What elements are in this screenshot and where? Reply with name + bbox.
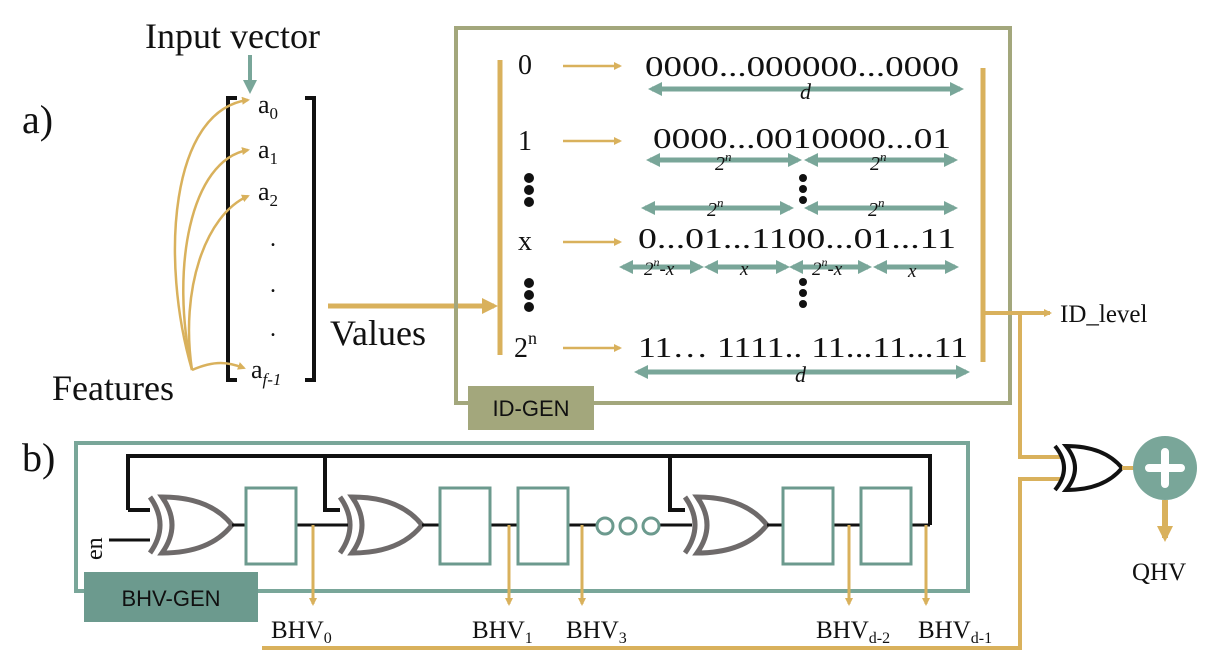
bhv-output-bus bbox=[262, 477, 1062, 650]
lfsr-xor-gate-3 bbox=[682, 494, 771, 556]
dimension-arrows bbox=[619, 82, 970, 379]
vector-right-bracket bbox=[305, 96, 316, 382]
id-row-index-2n: 2n bbox=[514, 328, 537, 364]
id-gen-label: ID-GEN bbox=[493, 396, 570, 421]
dim-label-2n-2a: 2n bbox=[707, 195, 724, 221]
qhv-label: QHV bbox=[1132, 559, 1186, 586]
lfsr-xor-gate-2 bbox=[337, 494, 426, 556]
id-pattern-x: 0...01...1100...01...11 bbox=[638, 223, 956, 255]
vector-element-a2: a2 bbox=[258, 177, 278, 210]
row-arrows bbox=[563, 62, 622, 352]
final-xor-gate bbox=[1053, 443, 1125, 493]
plus-icon bbox=[1145, 448, 1185, 488]
feature-arrows bbox=[173, 96, 250, 372]
register-2 bbox=[516, 486, 570, 566]
panel-a-label: a) bbox=[22, 97, 53, 142]
features-label: Features bbox=[52, 368, 174, 408]
vector-dot-1: . bbox=[270, 226, 276, 252]
vector-element-af-1: af-1 bbox=[251, 355, 281, 389]
id-pattern-2n: 11… 1111.. 11...11...11 bbox=[638, 332, 968, 364]
id-level-label: ID_level bbox=[1060, 301, 1148, 328]
vector-dot-2: . bbox=[270, 272, 276, 298]
bhv-label-0: BHV0 bbox=[271, 617, 332, 647]
bhv-label-3: BHV3 bbox=[566, 617, 627, 647]
register-ellipsis bbox=[595, 516, 661, 536]
vector-element-a1: a1 bbox=[258, 135, 278, 168]
lfsr-registers bbox=[244, 486, 913, 566]
id-gen-box bbox=[454, 26, 1012, 405]
register-1 bbox=[438, 486, 492, 566]
dim-label-2n-x-a: 2n-x bbox=[644, 255, 675, 280]
register-0 bbox=[244, 486, 298, 566]
bhv-gen-badge bbox=[84, 572, 258, 622]
dim-label-2n-1a: 2n bbox=[715, 149, 732, 175]
id-level-to-xor bbox=[1018, 313, 1062, 459]
bhv-label-d-1: BHVd-1 bbox=[918, 617, 992, 647]
id-row-index-0: 0 bbox=[518, 50, 532, 81]
id-pattern-1: 0000...0010000...01 bbox=[653, 123, 951, 155]
vector-dot-3: . bbox=[270, 316, 276, 342]
values-label: Values bbox=[330, 313, 426, 353]
dim-label-2n-2b: 2n bbox=[868, 195, 885, 221]
vector-left-bracket bbox=[226, 96, 237, 382]
register-3 bbox=[781, 486, 835, 566]
id-row-index-1: 1 bbox=[518, 126, 532, 157]
bhv-gen-label: BHV-GEN bbox=[121, 586, 220, 611]
panel-b-label: b) bbox=[22, 435, 55, 480]
dim-label-x-b: x bbox=[907, 261, 917, 282]
lfsr-xor-gate-1 bbox=[147, 494, 236, 556]
bhv-label-d-2: BHVd-2 bbox=[816, 617, 890, 647]
register-4 bbox=[859, 486, 913, 566]
bhv-label-1: BHV1 bbox=[472, 617, 533, 647]
en-label: en bbox=[82, 537, 108, 560]
row-ellipsis-left bbox=[524, 173, 534, 312]
vector-element-a0: a0 bbox=[258, 90, 278, 123]
dim-label-2n-x-b: 2n-x bbox=[812, 255, 843, 280]
id-row-index-x: x bbox=[518, 226, 532, 257]
dim-label-2n-1b: 2n bbox=[870, 149, 887, 175]
id-gen-badge bbox=[468, 386, 594, 430]
dim-label-d-bottom: d bbox=[795, 362, 807, 387]
dim-label-d-top: d bbox=[800, 79, 812, 104]
bhv-gen-box bbox=[74, 441, 970, 593]
feedback-wires bbox=[126, 454, 932, 525]
input-vector-label: Input vector bbox=[145, 16, 320, 56]
bhv-tap-arrows bbox=[309, 525, 930, 606]
id-pattern-0: 0000...000000...0000 bbox=[645, 51, 959, 83]
dim-label-x-a: x bbox=[739, 259, 749, 280]
